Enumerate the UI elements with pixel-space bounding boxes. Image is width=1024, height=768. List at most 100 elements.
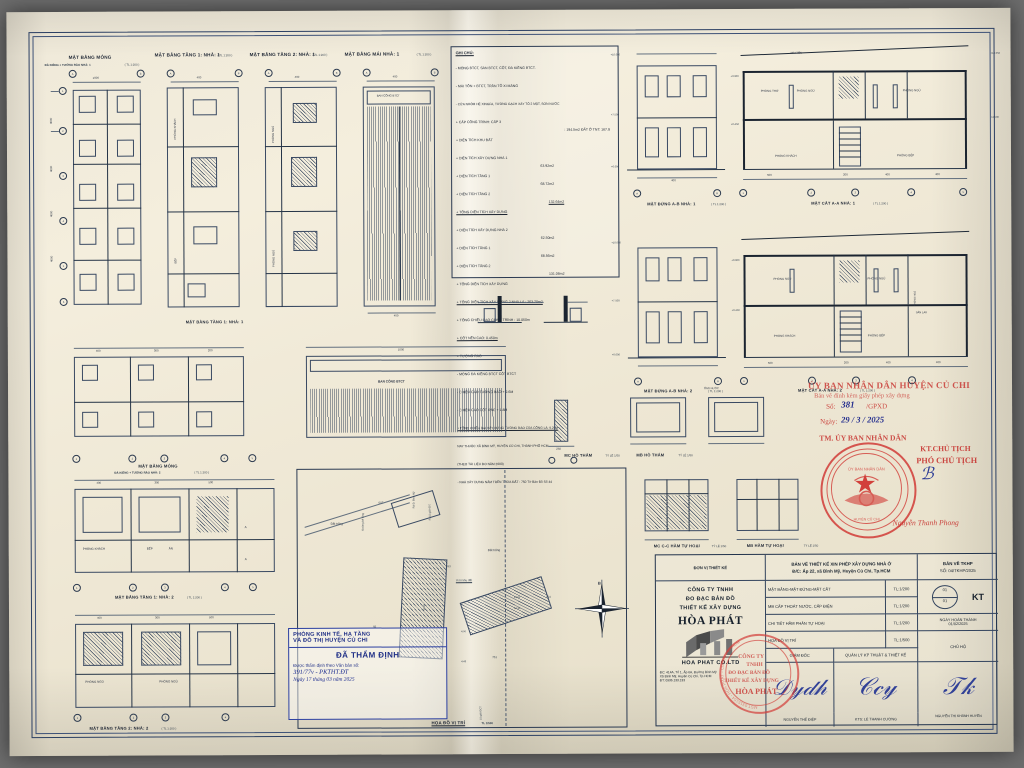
plan-scale-foundation-1: ( TL 1:200 ) (124, 62, 140, 67)
note-value: 68.56m2 (540, 253, 555, 258)
tb-signature-area-1: 𝒞𝒸𝓎 (834, 662, 919, 713)
room-label-kitchen: BẾP (146, 546, 153, 551)
label-water-pipe: ỐNG NƯỚC (704, 387, 719, 391)
room-label-dining: ĂN (168, 546, 173, 551)
grid-mark-a: A (362, 68, 371, 77)
level-mark-top: +10.050 (610, 53, 621, 57)
room-label-kitchen: PHÒNG BẾP (897, 153, 915, 158)
tb-drawing-scale-0: TL:1/200 (885, 580, 918, 598)
scale-sect-aa-house1: ( TL 1:200 ) (873, 201, 889, 206)
grid-mark-a: A (633, 189, 642, 198)
room-label-bedroom: PHÒNG NGỦ (85, 679, 104, 684)
label-road-concrete: Đường bê tông (361, 513, 365, 531)
drawing-floor1-house2: PHÒNG KHÁCH BẾP ĂN A A 400 300 500 1 2 3… (6, 8, 1010, 600)
drawing-section-aa-house1: MÁI TÔN PHÒNG THỜ PHÒNG NGỦ PHÒNG NGỦ PH… (6, 8, 1010, 206)
tb-role-1: QUẢN LÝ KỸ THUẬT & THIẾT KẾ (834, 648, 919, 663)
tb-drawing-name-2: CHI TIẾT HẦM PHÂN TỰ HOẠI (766, 614, 887, 632)
red-stamp-number-value: 381 (841, 399, 855, 410)
tb-sheet-index-top: 01 (942, 586, 948, 592)
drawing-elevation-ab-house1: 400 A B MẶT ĐỨNG A-B NHÀ: 1 ( TL 1:200 ) (6, 8, 1010, 206)
title-site-map: HỌA ĐỒ VỊ TRÍ (431, 720, 466, 726)
tb-drawing-name-1: MB CẤP THOÁT NƯỚC, CẤP ĐIỆN (765, 597, 887, 615)
grid-mark-1: 1 (739, 188, 748, 197)
note-value: 131.06m2 (548, 271, 565, 276)
grid-mark-3: 3 (161, 713, 170, 722)
dim-label: 400 (393, 313, 399, 318)
dim-label: 500 (209, 615, 214, 620)
grid-mark-5: 5 (959, 188, 968, 197)
plan-title-floor2-house1: MẶT BẰNG TẦNG 2: NHÀ: 1 (249, 51, 316, 58)
dim-label: 4000 (49, 255, 54, 263)
tb-signature-area-2: 𝒯𝓀 (918, 662, 998, 712)
grid-mark-a: A (166, 69, 175, 78)
drawing-foundation-plan-1: 1000 A B 1 2 3 4 5 6 4000 4000 4000 4000 (6, 8, 1010, 306)
grid-mark-4: 4 (907, 188, 916, 197)
grid-mark-dot (548, 456, 556, 464)
note-line: + DIỆN TÍCH XÂY DỰNG NHÀ 2 (456, 227, 508, 232)
blue-stamp-ref: 391/77v - PKTHT.ĐT (293, 668, 349, 676)
tb-drawing-scale-1: TL:1/200 (885, 597, 919, 615)
red-stamp-number-suffix: /GPXD (866, 402, 888, 411)
lot-dim-2: 14.60 (513, 595, 521, 599)
grid-mark-5: 5 (248, 583, 257, 592)
tb-role-2: CHỦ HỘ (918, 630, 999, 663)
dim-label: 500 (208, 480, 214, 485)
company-logo-icon (681, 629, 738, 658)
grid-mark-1: 1 (72, 583, 81, 592)
notes-panel: GHI CHÚ: - MÓNG BTCT, SÀN BTCT, CỘT, ĐÀ … (450, 45, 620, 484)
note-line: + TỔNG DIỆN TÍCH XÂY DỰNG (456, 209, 508, 214)
title-elev-ab-house2: MẶT ĐỨNG A-B NHÀ: 2 (644, 388, 693, 394)
label-roof: MÁI TÔN (790, 50, 803, 55)
grid-mark-b: B (136, 69, 145, 78)
dim-label: 400 (196, 75, 202, 80)
scale-site-map: TL 1/500 (481, 721, 494, 726)
tb-project-title: BẢN VẼ THIẾT KẾ XIN PHÉP XÂY DỰNG NHÀ Ở (791, 560, 892, 567)
room-label-section-a: A (244, 525, 247, 530)
tb-name-2: NGUYỄN THỊ KHÁNH HUYỀN (935, 713, 982, 719)
title-elev-ab-house1: MẶT ĐỨNG A-B NHÀ: 1 (647, 201, 696, 207)
dim-label: 250 (556, 446, 561, 451)
blue-approval-stamp: PHÒNG KINH TẾ, HẠ TẦNG VÀ ĐÔ THỊ HUYỆN C… (288, 627, 448, 720)
room-label-terrace: SÂN LAU (915, 311, 928, 315)
tb-sheet-header: BẢN VẼ TKHP SỐ: 04/TKHP/2025 (917, 553, 998, 581)
tb-name-0: NGUYỄN THẾ ĐIỆP (766, 712, 835, 727)
title-sect-water-tank: MC HỒ THẤM (564, 452, 593, 458)
dim-label: 400 (885, 172, 890, 177)
room-label-bedroom-2: PHÒNG NGỦ (902, 88, 921, 93)
tb-completion-date: 01/02/2025 (948, 622, 968, 627)
note-line: - MÓNG BTCT, SÀN BTCT, CỘT, ĐÀ KIỀNG BTC… (455, 65, 536, 70)
room-label-bedroom: PHÒNG NGỦ (796, 88, 815, 93)
level-mark: +0.450 (731, 308, 740, 313)
plan-title-floor2-house2: MẶT BẰNG TẦNG 2: NHÀ: 2 (89, 725, 149, 731)
label-balcony: BAN CÔNG BTCT (376, 93, 400, 98)
drawing-elevation-ab-house2: A B MẶT ĐỨNG A-B NHÀ: 2 ( TL 1:200 ) (6, 8, 1010, 393)
grid-mark-5: 5 (248, 454, 257, 463)
compass-north-icon (574, 579, 629, 642)
level-mark-mid-2: +7.500 (611, 299, 620, 303)
grid-mark-3: 3 (160, 454, 169, 463)
room-label-section-a2: A (244, 557, 247, 562)
drawing-roof-house1: BAN CÔNG BTCT A B 400 400 (6, 8, 1010, 318)
grid-mark-b: B (713, 189, 722, 198)
red-seal-emblem-icon: ỦY BAN NHÂN DÂN HUYỆN CỦ CHI (830, 452, 902, 524)
dim-label: 400 (96, 480, 102, 485)
plan-title-foundation-1: MẶT BẰNG MÓNG (68, 54, 112, 60)
grid-mark-1: 1 (72, 454, 81, 463)
room-label-kitchen: BẾP (173, 257, 178, 264)
grid-mark-b: B (332, 68, 341, 77)
level-mark-right: +10.050 (990, 51, 1001, 55)
room-label-bedroom-2: PHÒNG NGỦ (271, 249, 276, 268)
blue-stamp-date: Ngày 17 tháng 03 năm 2025 (293, 676, 355, 683)
plan-scale-foundation-2: ( TL 1:200 ) (194, 470, 210, 475)
grid-mark-2: 2 (58, 126, 67, 135)
title-plan-water-tank: MB HỒ THẤM (636, 452, 665, 458)
level-mark-ground: +0.000 (611, 165, 620, 169)
red-official-stamp: ỦY BAN NHÂN DÂN HUYỆN CỦ CHI Bản vẽ đính… (6, 8, 1010, 539)
level-mark: +3.900 (731, 258, 740, 263)
tb-company-line1: CÔNG TY TNHH (687, 587, 734, 594)
note-line: + DIỆN TÍCH KHU ĐẤT (455, 137, 493, 142)
grid-mark-1: 1 (739, 376, 749, 385)
level-mark: +3.900 (730, 74, 739, 79)
dim-label: 300 (155, 615, 160, 620)
tb-sheet-index-cell: 01 01 KT (917, 579, 999, 615)
